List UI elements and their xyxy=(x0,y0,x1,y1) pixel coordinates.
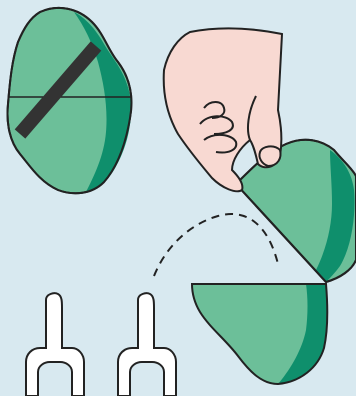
fold-edge xyxy=(235,183,327,283)
folded-leaf-top-shadow xyxy=(316,150,355,282)
dashed-fold-arrow-icon xyxy=(153,213,279,277)
leaf-shadow xyxy=(74,12,132,192)
strap xyxy=(14,41,102,139)
fork-clip-left xyxy=(25,292,85,396)
hand xyxy=(162,27,284,193)
thumb-line xyxy=(247,95,257,141)
fork-clip-icon xyxy=(25,292,177,396)
hand-pinching-leaf-icon xyxy=(162,27,356,284)
finger-2 xyxy=(199,115,234,135)
bottom-half-body xyxy=(192,284,328,384)
bottom-half-outline xyxy=(190,283,329,386)
finger-3 xyxy=(203,134,238,154)
leaf-outline xyxy=(6,6,133,195)
fork-clip-right xyxy=(117,292,177,396)
whole-leaf-with-strap-icon xyxy=(6,6,133,195)
leaf-bottom-half-icon xyxy=(190,283,329,386)
thumbnail xyxy=(258,145,282,168)
bottom-half-shadow xyxy=(278,284,328,384)
